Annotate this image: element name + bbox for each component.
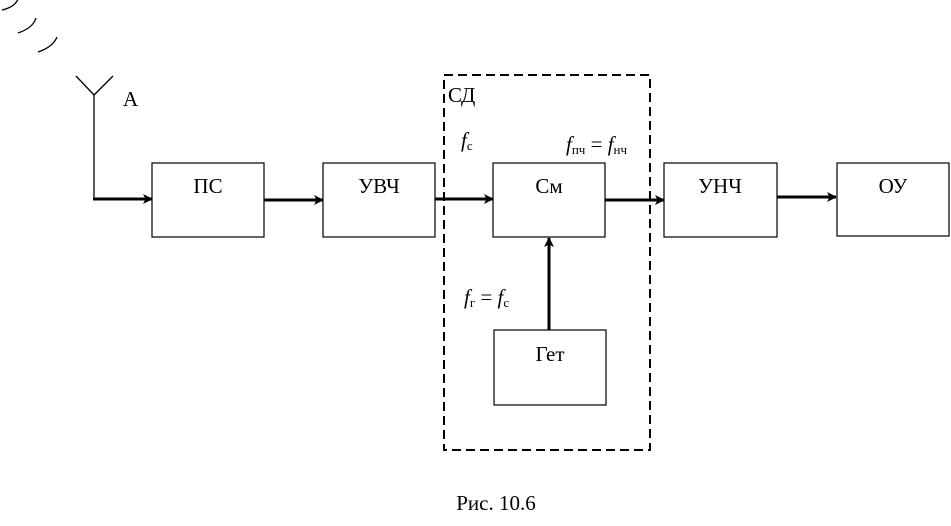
- detector-frame: [443, 74, 651, 451]
- block-get: Гет: [493, 329, 607, 406]
- block-ou: ОУ: [836, 162, 950, 237]
- block-unch-label: УНЧ: [698, 174, 742, 198]
- block-uvch: УВЧ: [322, 162, 436, 238]
- block-sm: См: [492, 162, 606, 238]
- block-unch: УНЧ: [663, 162, 778, 238]
- block-uvch-label: УВЧ: [358, 174, 400, 198]
- signal-input-label: fс: [461, 128, 473, 153]
- block-get-label: Гет: [535, 342, 564, 366]
- signal-output-label: fпч = fнч: [566, 132, 627, 157]
- radio-waves-icon: [1, 0, 58, 53]
- antenna-icon: [75, 75, 114, 199]
- block-ps: ПС: [151, 162, 265, 238]
- antenna-label: А: [123, 87, 139, 111]
- signal-heterodyne-label: fг = fс: [464, 285, 509, 310]
- block-ou-label: ОУ: [879, 174, 908, 198]
- block-sm-label: См: [535, 174, 562, 198]
- figure-caption: Рис. 10.6: [456, 491, 536, 515]
- block-ps-label: ПС: [193, 174, 222, 198]
- detector-label: СД: [448, 83, 475, 107]
